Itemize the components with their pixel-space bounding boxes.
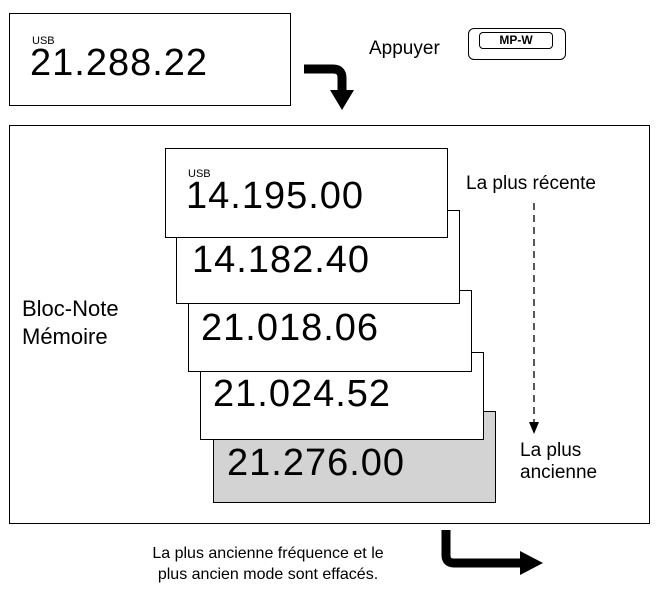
memo-title-line2: Mémoire	[22, 324, 108, 349]
memo-entry-5-frequency: 21.276.00	[227, 442, 406, 484]
oldest-label-line2: ancienne	[520, 462, 598, 483]
current-mode: USB	[32, 35, 55, 47]
memo-title-line1: Bloc-Note	[22, 296, 119, 321]
action-prefix: Appuyer	[369, 38, 440, 59]
newest-label: La plus récente	[466, 173, 596, 194]
oldest-label-line1: La plus	[520, 440, 582, 461]
memo-entry-1-frequency: 14.195.00	[186, 175, 365, 217]
bent-arrow-down-icon	[304, 64, 354, 110]
memo-entry-1-mode: USB	[188, 168, 211, 180]
current-display: USB 21.288.22	[9, 13, 291, 106]
memo-entry-2-frequency: 14.182.40	[192, 239, 371, 281]
memo-entry-3-frequency: 21.018.06	[201, 307, 380, 349]
dashed-arrow-down-icon	[529, 203, 539, 434]
memo-entry-1: USB 14.195.00	[165, 148, 448, 238]
memo-entry-4-frequency: 21.024.52	[213, 373, 392, 415]
bent-arrow-right-icon	[441, 530, 543, 575]
footer-line1: La plus ancienne fréquence et le	[152, 545, 384, 562]
current-frequency: 21.288.22	[30, 42, 209, 84]
footer-line2: plus ancien mode sont effacés.	[157, 566, 379, 583]
mp-w-key[interactable]: MP-W	[468, 28, 566, 60]
footer-note: La plus ancienne fréquence et le plus an…	[88, 543, 448, 585]
mp-w-key-label: MP-W	[479, 32, 553, 49]
